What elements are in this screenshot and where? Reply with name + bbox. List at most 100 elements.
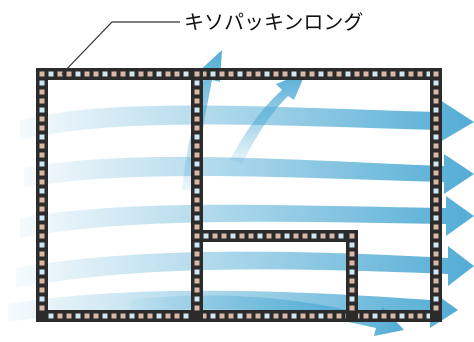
beam-inner-top-vent bbox=[302, 233, 308, 239]
beam-bottom-vent bbox=[183, 313, 189, 319]
beam-right-vent bbox=[433, 224, 439, 230]
beam-bottom-vent bbox=[318, 313, 324, 319]
beam-middle-vent bbox=[194, 125, 200, 131]
beam-left-vent bbox=[39, 107, 45, 113]
beam-inner-right-vent bbox=[349, 296, 355, 302]
beam-left-vent bbox=[39, 170, 45, 176]
beam-inner-top-vent bbox=[257, 233, 263, 239]
beam-bottom-vent bbox=[255, 313, 261, 319]
beam-middle-vent bbox=[194, 296, 200, 302]
beam-left-vent bbox=[39, 98, 45, 104]
beam-bottom-vent bbox=[48, 313, 54, 319]
beam-bottom-vent bbox=[120, 313, 126, 319]
beam-middle-vent bbox=[194, 134, 200, 140]
beam-right-vent bbox=[433, 206, 439, 212]
beam-top-vent bbox=[210, 71, 216, 77]
beam-left-vent bbox=[39, 278, 45, 284]
beam-inner-top-vent bbox=[203, 233, 209, 239]
beam-middle-vent bbox=[194, 107, 200, 113]
beam-top-vent bbox=[201, 71, 207, 77]
beam-inner-top-vent bbox=[230, 233, 236, 239]
beam-left-vent bbox=[39, 80, 45, 86]
beam-bottom-vent bbox=[372, 313, 378, 319]
beam-top-vent bbox=[84, 71, 90, 77]
beam-inner-top bbox=[191, 230, 358, 242]
beam-left-vent bbox=[39, 125, 45, 131]
beam-top-vent bbox=[111, 71, 117, 77]
beam-left-vent bbox=[39, 161, 45, 167]
beam-bottom-vent bbox=[210, 313, 216, 319]
beam-right-vent bbox=[433, 287, 439, 293]
beam-left-vent bbox=[39, 89, 45, 95]
beam-right-vent bbox=[433, 242, 439, 248]
beam-bottom-vent bbox=[300, 313, 306, 319]
beam-left-vent bbox=[39, 296, 45, 302]
beam-bottom-vent bbox=[309, 313, 315, 319]
beam-right-vent bbox=[433, 278, 439, 284]
beam-left-vent bbox=[39, 116, 45, 122]
beam-middle-vent bbox=[194, 71, 200, 77]
beam-left-vent bbox=[39, 233, 45, 239]
beam-top-vent bbox=[228, 71, 234, 77]
beam-inner-top-vent bbox=[221, 233, 227, 239]
beam-right-vent bbox=[433, 251, 439, 257]
beam-left-vent bbox=[39, 269, 45, 275]
beam-bottom-vent bbox=[426, 313, 432, 319]
beam-middle bbox=[191, 68, 203, 322]
beam-right-vent bbox=[433, 80, 439, 86]
beam-top-vent bbox=[426, 71, 432, 77]
beam-bottom-vent bbox=[219, 313, 225, 319]
beam-inner-right-vent bbox=[349, 287, 355, 293]
beam-middle-vent bbox=[194, 179, 200, 185]
beam-top-vent bbox=[75, 71, 81, 77]
beam-middle-vent bbox=[194, 116, 200, 122]
beam-right-vent bbox=[433, 152, 439, 158]
beam-bottom-vent bbox=[282, 313, 288, 319]
beam-inner-right-vent bbox=[349, 278, 355, 284]
beam-bottom-vent bbox=[228, 313, 234, 319]
beam-left-vent bbox=[39, 152, 45, 158]
beam-right-vent bbox=[433, 233, 439, 239]
beam-right-vent bbox=[433, 296, 439, 302]
beam-inner-right bbox=[346, 230, 358, 322]
beam-left bbox=[36, 68, 48, 322]
beam-left-vent bbox=[39, 71, 45, 77]
beam-inner-right-vent bbox=[349, 305, 355, 311]
beam-middle-vent bbox=[194, 89, 200, 95]
beam-top-vent bbox=[165, 71, 171, 77]
beam-left-vent bbox=[39, 305, 45, 311]
beam-left-vent bbox=[39, 215, 45, 221]
beam-bottom-vent bbox=[147, 313, 153, 319]
beam-top-vent bbox=[381, 71, 387, 77]
beam-top-vent bbox=[93, 71, 99, 77]
beam-inner-top-vent bbox=[239, 233, 245, 239]
beam-inner-top-vent bbox=[329, 233, 335, 239]
beam-bottom-vent bbox=[408, 313, 414, 319]
beam-top-vent bbox=[264, 71, 270, 77]
beam-left-vent bbox=[39, 251, 45, 257]
beam-bottom-vent bbox=[57, 313, 63, 319]
beam-middle-vent bbox=[194, 251, 200, 257]
beam-left-vent bbox=[39, 224, 45, 230]
beam-right-vent bbox=[433, 197, 439, 203]
beam-top-vent bbox=[255, 71, 261, 77]
beam-top-vent bbox=[345, 71, 351, 77]
beam-inner-top-vent bbox=[248, 233, 254, 239]
beam-bottom-vent bbox=[381, 313, 387, 319]
beam-top-vent bbox=[309, 71, 315, 77]
beam-bottom-vent bbox=[111, 313, 117, 319]
beam-bottom-vent bbox=[246, 313, 252, 319]
beam-inner-top-vent bbox=[275, 233, 281, 239]
beam-top-vent bbox=[291, 71, 297, 77]
beam-inner-top-vent bbox=[284, 233, 290, 239]
beam-middle-vent bbox=[194, 80, 200, 86]
beam-top-vent bbox=[282, 71, 288, 77]
beam-middle-vent bbox=[194, 305, 200, 311]
beam-bottom-vent bbox=[363, 313, 369, 319]
beam-top-vent bbox=[174, 71, 180, 77]
beam-right-vent bbox=[433, 170, 439, 176]
beam-top-vent bbox=[138, 71, 144, 77]
beam-middle-vent bbox=[194, 170, 200, 176]
beam-inner-right-vent bbox=[349, 242, 355, 248]
